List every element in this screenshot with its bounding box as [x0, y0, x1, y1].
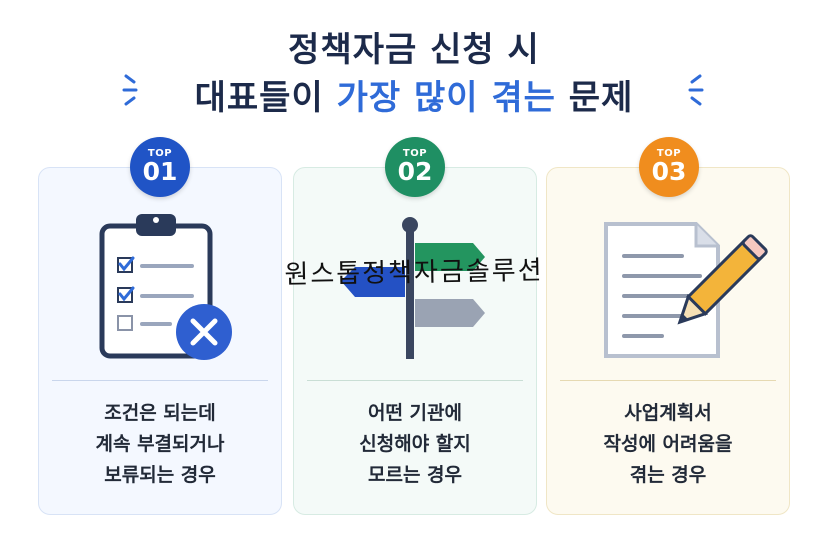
- card-divider: [560, 380, 776, 381]
- card-divider: [307, 380, 523, 381]
- subtitle-suffix: 문제: [555, 78, 634, 118]
- card-line: 보류되는 경우: [104, 464, 216, 486]
- badge-top-label: TOP: [147, 148, 173, 159]
- subtitle-accent: 가장 많이 겪는: [336, 78, 556, 118]
- document-pencil-icon: [604, 222, 768, 358]
- badge-top-label: TOP: [656, 148, 682, 159]
- badge-number: 03: [651, 157, 687, 186]
- card-line: 사업계획서: [624, 402, 712, 424]
- card-line: 신청해야 할지: [359, 433, 471, 455]
- page-subtitle: 대표들이 가장 많이 겪는 문제: [0, 70, 828, 119]
- card-line: 겪는 경우: [629, 464, 707, 486]
- card-line: 작성에 어려움을: [603, 433, 733, 455]
- left-sparkle-icon: [122, 74, 138, 106]
- card-2-text: 어떤 기관에 신청해야 할지 모르는 경우: [293, 398, 537, 491]
- card-divider: [52, 380, 268, 381]
- top-badge-2: TOP 02: [385, 137, 445, 197]
- page-title: 정책자금 신청 시: [288, 30, 540, 70]
- card-line: 계속 부결되거나: [95, 433, 225, 455]
- top-badge-1: TOP 01: [130, 137, 190, 197]
- badge-top-label: TOP: [402, 148, 428, 159]
- card-line: 조건은 되는데: [104, 402, 216, 424]
- card-3-text: 사업계획서 작성에 어려움을 겪는 경우: [546, 398, 790, 491]
- card-1-text: 조건은 되는데 계속 부결되거나 보류되는 경우: [38, 398, 282, 491]
- subtitle-prefix: 대표들이: [194, 78, 337, 118]
- badge-number: 02: [397, 157, 433, 186]
- top-badge-3: TOP 03: [639, 137, 699, 197]
- badge-number: 01: [142, 157, 178, 186]
- card-line: 어떤 기관에: [367, 402, 462, 424]
- signpost-icon: [341, 217, 485, 359]
- right-sparkle-icon: [688, 74, 704, 106]
- clipboard-checklist-icon: [99, 214, 232, 360]
- card-line: 모르는 경우: [367, 464, 462, 486]
